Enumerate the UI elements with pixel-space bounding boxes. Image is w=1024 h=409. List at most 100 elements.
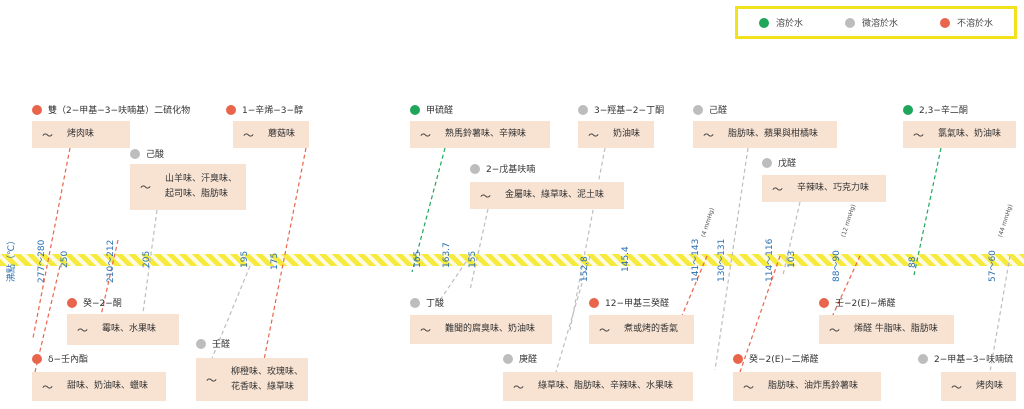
tilde-icon: ～ bbox=[743, 380, 754, 394]
boiling-point-label: 163.7 bbox=[442, 242, 452, 268]
compound-name-row: 2−戊基呋喃 bbox=[470, 162, 535, 175]
boiling-point-label: 145.4 bbox=[621, 246, 631, 272]
boiling-point-label: 250 bbox=[60, 250, 70, 268]
aroma-box: ～ 脂肪味、油炸馬鈴薯味 bbox=[733, 372, 881, 401]
tilde-icon: ～ bbox=[77, 323, 88, 337]
compound-name-row: 丁酸 bbox=[410, 296, 444, 309]
boiling-point-label: 155 bbox=[468, 250, 478, 268]
aroma-box: ～ 烤肉味 bbox=[32, 121, 130, 148]
aroma-description: 脂肪味、油炸馬鈴薯味 bbox=[768, 381, 859, 391]
connector-line bbox=[555, 255, 591, 373]
aroma-box: ～ 蘑菇味 bbox=[233, 121, 309, 148]
connector-line bbox=[439, 255, 471, 301]
red-dot-icon bbox=[939, 17, 950, 28]
red-dot-icon bbox=[226, 104, 236, 115]
boiling-point-label: 277～280 bbox=[37, 239, 47, 283]
connector-line bbox=[411, 147, 446, 273]
connector-line bbox=[714, 147, 749, 371]
legend-item-insoluble: 不溶於水 bbox=[939, 16, 993, 29]
red-dot-icon bbox=[32, 353, 42, 364]
tilde-icon: ～ bbox=[243, 128, 254, 142]
aroma-description: 甜味、奶油味、蠟味 bbox=[67, 381, 149, 391]
compound-name: 癸−2−酮 bbox=[83, 299, 122, 309]
legend-item-slightly-soluble: 微溶於水 bbox=[844, 16, 898, 29]
aroma-description: 氯氣味、奶油味 bbox=[938, 129, 1002, 139]
tilde-icon: ～ bbox=[772, 182, 783, 196]
gray-dot-icon bbox=[503, 353, 513, 364]
compound-name: 1−辛烯−3−醇 bbox=[242, 106, 304, 116]
compound-name: 2−甲基−3−呋喃硫 bbox=[934, 355, 1014, 365]
compound-name: 己酸 bbox=[146, 150, 165, 160]
gray-dot-icon bbox=[918, 353, 928, 364]
boiling-point-label: 88～90 bbox=[832, 250, 842, 282]
aroma-box: ～金屬味、綠草味、泥土味 bbox=[470, 182, 624, 209]
aroma-box: ～柳橙味、玫瑰味、 花香味、綠草味 bbox=[196, 358, 308, 401]
aroma-description: 柳橙味、玫瑰味、 花香味、綠草味 bbox=[231, 366, 304, 392]
connector-line bbox=[569, 147, 606, 331]
boiling-point-label: 114～116 bbox=[765, 238, 775, 282]
aroma-description: 辛辣味、巧克力味 bbox=[797, 183, 870, 193]
aroma-box: ～奶油味 bbox=[578, 121, 654, 148]
tilde-icon: ～ bbox=[420, 323, 431, 337]
compound-name-row: 癸−2(E)−二烯醛 bbox=[733, 352, 819, 365]
compound-name-row: 雙（2−甲基−3−呋喃基）二硫化物 bbox=[32, 103, 190, 116]
aroma-description: 烤肉味 bbox=[67, 129, 95, 139]
compound-name-row: 甲硫醛 bbox=[410, 103, 453, 116]
tilde-icon: ～ bbox=[420, 128, 431, 142]
boiling-point-label: 141～143 bbox=[691, 238, 701, 282]
boiling-point-axis-band bbox=[0, 254, 1024, 266]
aroma-box: ～ 山羊味、汗臭味、 起司味、脂肪味 bbox=[130, 164, 246, 210]
aroma-description: 霉味、水果味 bbox=[102, 324, 157, 334]
compound-name-row: 戊醛 bbox=[762, 156, 796, 169]
red-dot-icon bbox=[589, 297, 599, 308]
compound-name-row: 己酸 bbox=[130, 147, 164, 160]
aroma-box: ～ 霉味、水果味 bbox=[67, 314, 179, 345]
aroma-box: ～氯氣味、奶油味 bbox=[903, 121, 1016, 148]
green-dot-icon bbox=[758, 17, 769, 28]
gray-dot-icon bbox=[410, 297, 420, 308]
compound-name-row: 2,3−辛二酮 bbox=[903, 103, 968, 116]
connector-line bbox=[207, 265, 251, 369]
gray-dot-icon bbox=[693, 104, 703, 115]
legend: 溶於水 微溶於水 不溶於水 bbox=[735, 6, 1017, 39]
connector-line bbox=[141, 209, 158, 321]
red-dot-icon bbox=[819, 297, 829, 308]
boiling-point-label: 165 bbox=[413, 250, 423, 268]
compound-name: δ−壬內酯 bbox=[48, 355, 89, 365]
boiling-point-label: 152.8 bbox=[580, 256, 590, 282]
legend-item-soluble: 溶於水 bbox=[758, 16, 803, 29]
gray-dot-icon bbox=[762, 157, 772, 168]
aroma-description: 山羊味、汗臭味、 起司味、脂肪味 bbox=[165, 174, 238, 199]
tilde-icon: ～ bbox=[42, 380, 53, 394]
gray-dot-icon bbox=[196, 338, 206, 349]
red-dot-icon bbox=[32, 104, 42, 115]
aroma-description: 難聞的腐臭味、奶油味 bbox=[445, 324, 536, 334]
compound-name: 戊醛 bbox=[778, 159, 797, 169]
boiling-point-label: 130～131 bbox=[717, 238, 727, 282]
aroma-description: 蘑菇味 bbox=[268, 129, 296, 139]
tilde-icon: ～ bbox=[42, 128, 53, 142]
aroma-box: ～ 辛辣味、巧克力味 bbox=[762, 175, 886, 202]
gray-dot-icon bbox=[844, 17, 855, 28]
connector-line bbox=[782, 201, 801, 276]
compound-name-row: 1−辛烯−3−醇 bbox=[226, 103, 303, 116]
tilde-icon: ～ bbox=[703, 128, 714, 142]
aroma-box: ～烤肉味 bbox=[941, 372, 1016, 401]
green-dot-icon bbox=[410, 104, 420, 115]
aroma-description: 綠草味、脂肪味、辛辣味、水果味 bbox=[538, 381, 674, 391]
boiling-point-label: 57～60 bbox=[988, 250, 998, 282]
aroma-description: 煮或烤的香氣 bbox=[624, 324, 679, 334]
compound-name: 壬醛 bbox=[212, 340, 231, 350]
compound-name-row: 庚醛 bbox=[503, 352, 537, 365]
boiling-point-label: 103 bbox=[787, 250, 797, 268]
tilde-icon: ～ bbox=[140, 181, 151, 194]
compound-name: 壬−2(E)−烯醛 bbox=[835, 299, 896, 309]
compound-name: 3−羥基−2−丁酮 bbox=[594, 106, 665, 116]
compound-name: 甲硫醛 bbox=[426, 106, 454, 116]
compound-name-row: 12−甲基三癸醛 bbox=[589, 296, 669, 309]
boiling-point-label: 195 bbox=[240, 250, 250, 268]
connector-line bbox=[913, 147, 942, 276]
aroma-box: ～煮或烤的香氣 bbox=[589, 315, 694, 344]
aroma-description: 奶油味 bbox=[613, 129, 641, 139]
compound-name: 己醛 bbox=[709, 106, 728, 116]
